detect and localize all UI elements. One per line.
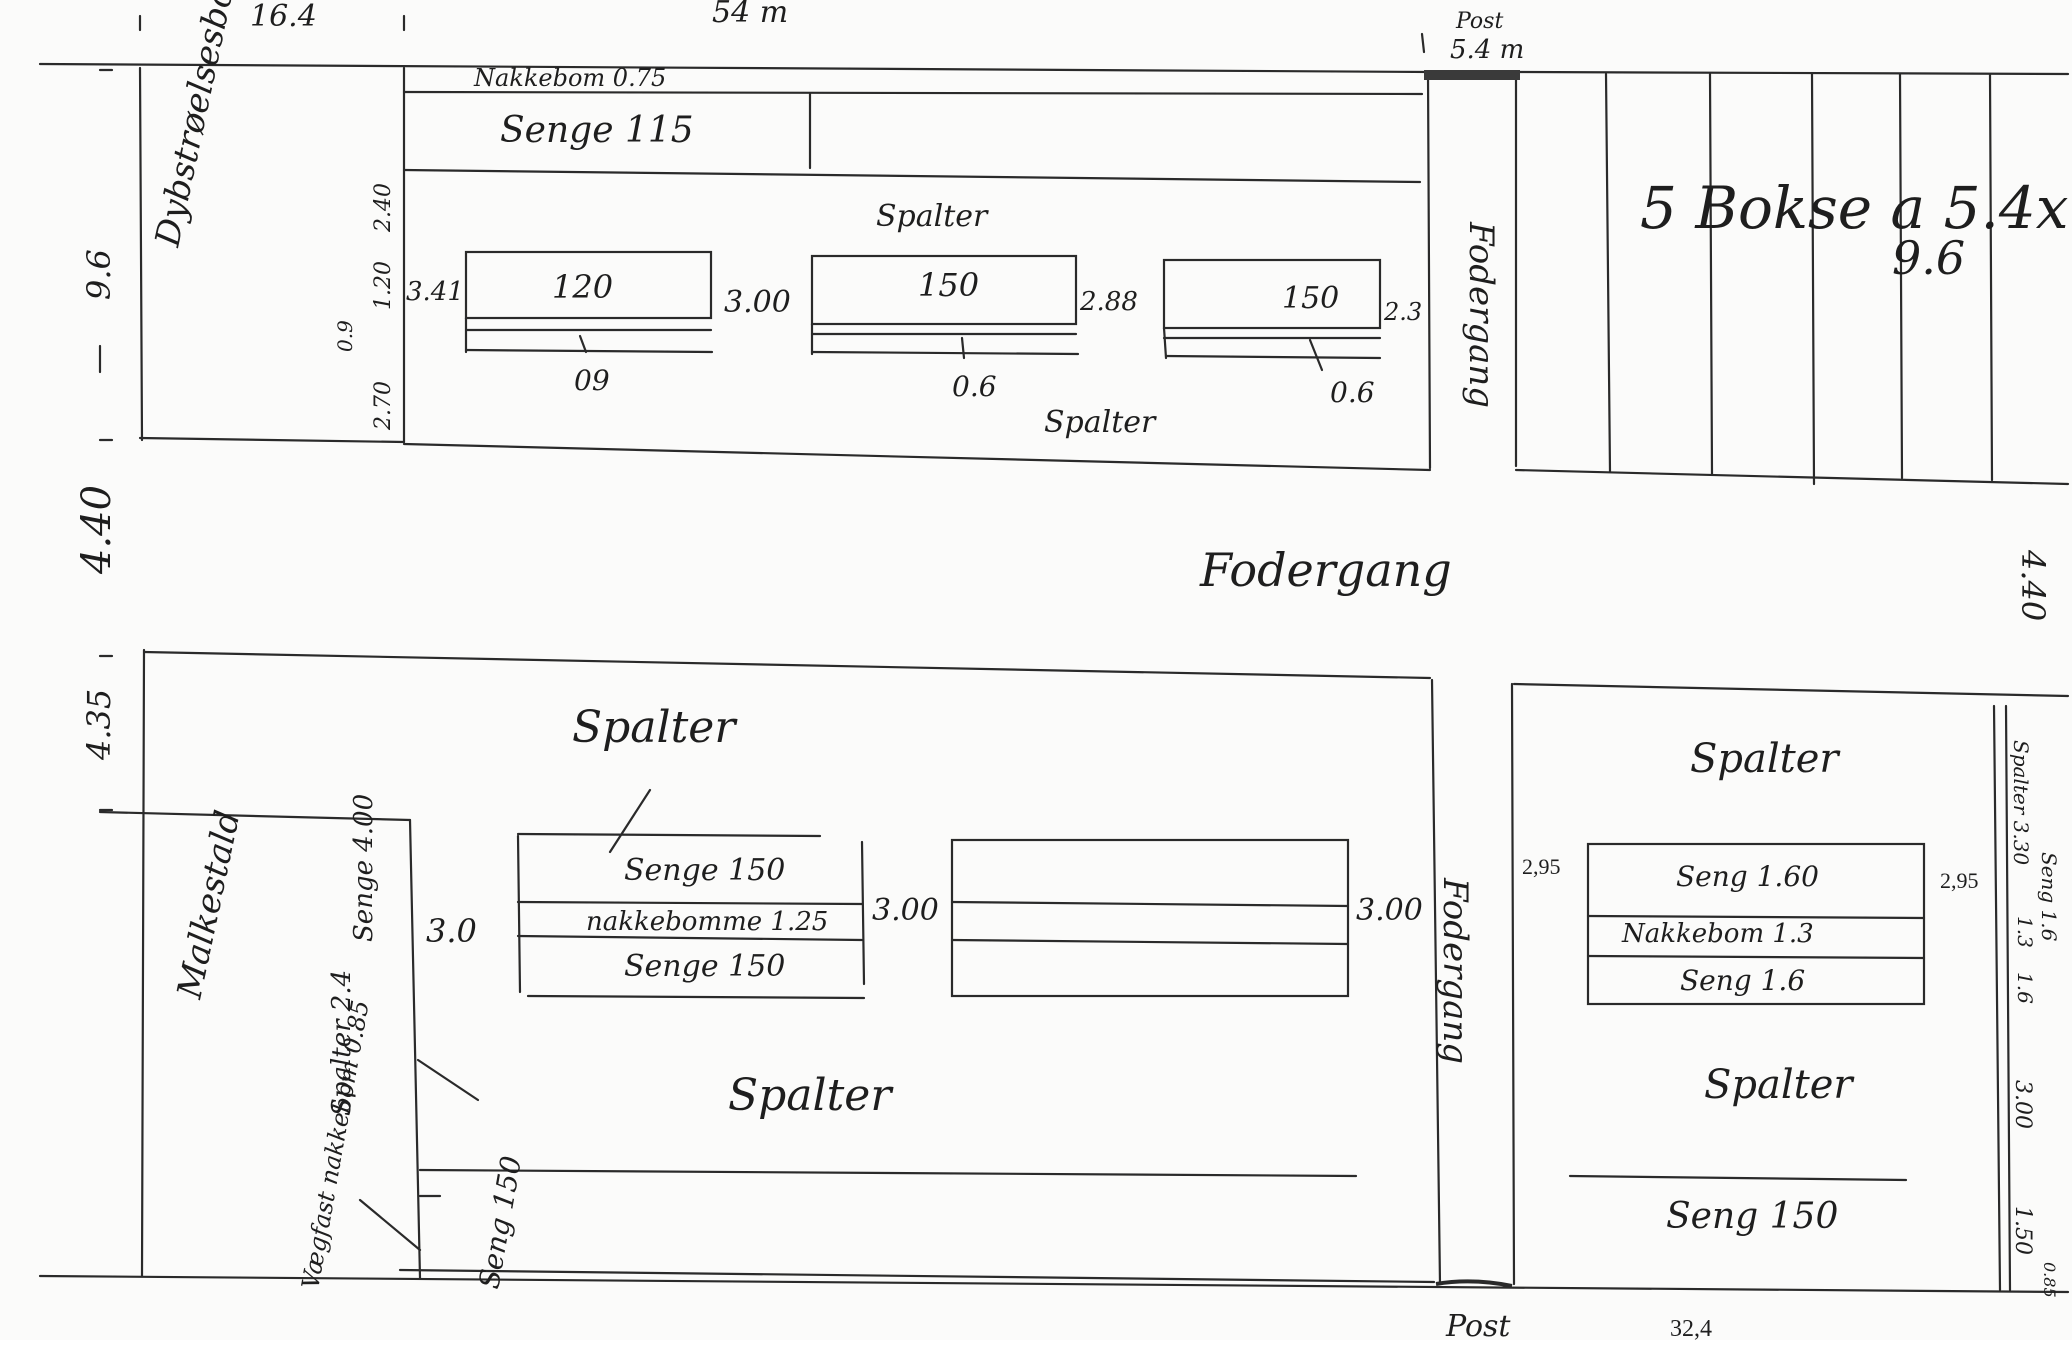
pen-2-width: 150 [918, 266, 979, 304]
pen-1-left-dim: 3.41 [406, 277, 464, 307]
lower-dim-right: 3.00 [1356, 893, 1423, 928]
pen-1-right-dim: 3.00 [724, 285, 791, 320]
vdim-4: 2.70 [371, 381, 396, 431]
side-dim-6: 1.50 [2010, 1206, 2035, 1255]
post-dim-top: 5.4 m [1450, 35, 1524, 65]
spalter-label-top: Spalter [876, 199, 989, 234]
lower-dim-left: 3.0 [426, 912, 477, 950]
nakkebom-13-label: Nakkebom 1.3 [1621, 919, 1814, 949]
side-dim-7: 0.85 [2040, 1262, 2059, 1298]
senge-150-bottom: Senge 150 [624, 949, 785, 984]
vert-senge-4: Senge 4.00 [349, 794, 379, 942]
plan-outline [38, 14, 2070, 1294]
pen-1-width: 120 [552, 268, 613, 306]
seng-160-label: Seng 1.60 [1676, 860, 1819, 893]
dim-top-left: 16.4 [250, 0, 317, 34]
boxes-text-line2: 9.6 [1892, 231, 1965, 285]
bottom-labels: Post 32,4 [1445, 1309, 1712, 1344]
nakkebomme-label: nakkebomme 1.25 [586, 907, 828, 937]
pen-2-below: 0.6 [952, 370, 997, 403]
seng-16-label: Seng 1.6 [1680, 964, 1805, 997]
spalter-lower-top: Spalter [572, 702, 738, 753]
vert-spalter-24: Spalter 2.4 [327, 970, 357, 1116]
left-dim-435: 4.35 [80, 689, 118, 761]
left-dim-440: 4.40 [74, 485, 120, 575]
vdim-3: 0.9 [333, 320, 357, 352]
corridor-labels: Fodergang Fodergang Fodergang [1199, 221, 1501, 1064]
spalter-right-bottom: Spalter [1704, 1062, 1855, 1108]
side-dim-2: Seng 1.6 [2037, 852, 2061, 942]
area-dybstroelse: Dybstrøelsesbokse [147, 0, 253, 251]
lower-fodergang: Fodergang [1435, 877, 1475, 1064]
spalter-lower-bottom: Spalter [728, 1070, 894, 1121]
post-label-bottom: Post [1445, 1309, 1511, 1340]
bottom-total-dim: 32,4 [1670, 1316, 1712, 1340]
upper-fodergang: Fodergang [1461, 221, 1501, 408]
bottom-seng-150-right: Seng 150 [1666, 1196, 1838, 1237]
area-malkestald: Malkestald [169, 807, 248, 1003]
right-dim-440: 4.40 [2014, 549, 2052, 621]
nakkebom-label: Nakkebom 0.75 [473, 64, 666, 92]
vdim-2: 1.20 [371, 261, 396, 310]
lower-dim-mid: 3.00 [872, 893, 939, 928]
side-dim-1: Spalter 3.30 [2009, 740, 2033, 865]
post-label-top: Post [1455, 9, 1503, 34]
lower-right-dim-right: 2,95 [1940, 868, 1979, 893]
pen-2-right-dim: 2.88 [1079, 287, 1138, 317]
pen-3-width: 150 [1282, 281, 1339, 316]
lower-right-block: Spalter Spalter Seng 1.60 Nakkebom 1.3 S… [1522, 736, 2061, 1298]
side-dim-5: 3.00 [2010, 1080, 2035, 1129]
upper-right-block: 5 Bokse a 5.4x 9.6 [1640, 174, 2069, 285]
main-fodergang: Fodergang [1199, 543, 1452, 597]
left-dim-96: 9.6 [80, 249, 118, 300]
pen-1-below: 09 [574, 364, 610, 397]
boxes-text-line1: 5 Bokse a 5.4x [1640, 174, 2069, 242]
spalter-label-bottom: Spalter [1044, 405, 1157, 440]
lower-right-dim-left: 2,95 [1522, 854, 1561, 879]
side-dimensions: 9.6 4.40 4.35 4.40 [74, 249, 2052, 761]
vdim-1: 2.40 [371, 183, 396, 233]
pen-3-below: 0.6 [1330, 376, 1375, 409]
spalter-right-top: Spalter [1690, 736, 1841, 782]
side-dim-3: 1.3 [2013, 916, 2037, 948]
senge-label: Senge 115 [500, 110, 694, 151]
senge-150-top: Senge 150 [624, 853, 785, 888]
side-dim-4: 1.6 [2013, 972, 2037, 1004]
dim-top-total: 54 m [712, 0, 788, 30]
pen-3-right-dim: 2.3 [1383, 298, 1422, 326]
top-dimensions: 16.4 54 m Post 5.4 m [250, 0, 1524, 65]
